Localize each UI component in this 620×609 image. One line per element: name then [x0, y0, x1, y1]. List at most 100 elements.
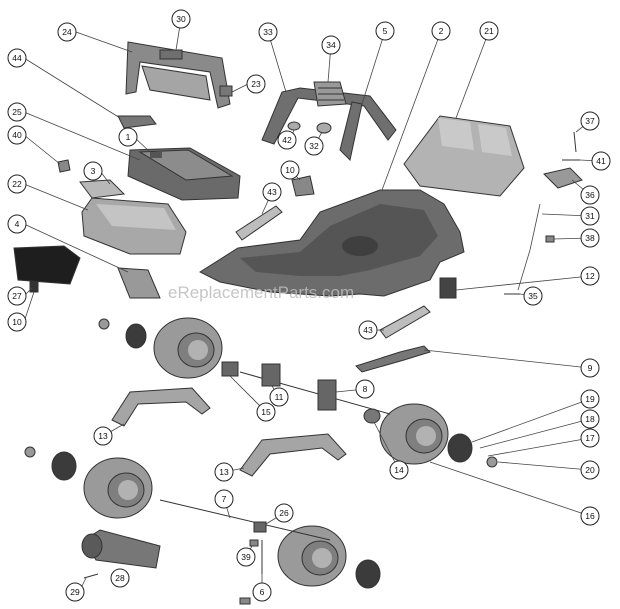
svg-text:8: 8 — [363, 384, 368, 394]
svg-text:41: 41 — [596, 156, 606, 166]
svg-text:35: 35 — [528, 291, 538, 301]
callout-30: 30 — [171, 9, 191, 29]
svg-text:13: 13 — [219, 467, 229, 477]
callout-37: 37 — [580, 111, 600, 131]
callout-21: 21 — [479, 21, 499, 41]
part-44 — [117, 115, 157, 129]
part-bottom-clip — [239, 597, 251, 605]
callout-31: 31 — [580, 206, 600, 226]
callout-41: 41 — [591, 151, 611, 171]
watermark-text: eReplacementParts.com — [168, 283, 354, 302]
svg-text:32: 32 — [309, 141, 319, 151]
svg-text:13: 13 — [98, 431, 108, 441]
callout-14: 14 — [389, 460, 409, 480]
callout-2: 2 — [431, 21, 451, 41]
callout-26: 26 — [274, 503, 294, 523]
part-shock-top — [235, 205, 283, 241]
svg-text:24: 24 — [62, 27, 72, 37]
svg-text:33: 33 — [263, 27, 273, 37]
callout-19: 19 — [580, 389, 600, 409]
svg-text:2: 2 — [439, 26, 444, 36]
callout-4: 4 — [7, 214, 27, 234]
svg-text:1: 1 — [126, 132, 131, 142]
svg-text:10: 10 — [12, 317, 22, 327]
svg-text:3: 3 — [91, 166, 96, 176]
callout-35: 35 — [523, 286, 543, 306]
part-9-linkage — [355, 345, 431, 373]
part-battery — [127, 147, 241, 201]
svg-text:4: 4 — [15, 219, 20, 229]
part-39 — [249, 539, 259, 547]
callout-39: 39 — [236, 547, 256, 567]
callout-11: 11 — [269, 387, 289, 407]
svg-text:6: 6 — [260, 587, 265, 597]
part-black-panel — [13, 245, 81, 285]
svg-text:11: 11 — [275, 392, 284, 402]
callout-43-bottom: 43 — [358, 320, 378, 340]
part-32 — [316, 122, 332, 134]
callout-10-left: 10 — [7, 312, 27, 332]
part-12 — [439, 277, 457, 299]
part-3 — [79, 179, 126, 199]
part-hood — [81, 197, 187, 255]
part-26 — [253, 521, 267, 533]
callout-18: 18 — [580, 409, 600, 429]
callout-16: 16 — [580, 506, 600, 526]
svg-text:20: 20 — [585, 465, 595, 475]
callout-22: 22 — [7, 174, 27, 194]
svg-text:10: 10 — [285, 165, 295, 175]
svg-text:31: 31 — [585, 211, 595, 221]
part-27-knob — [29, 281, 39, 293]
part-31-cable — [517, 203, 541, 291]
callout-10-middle: 10 — [280, 160, 300, 180]
svg-text:12: 12 — [585, 271, 595, 281]
svg-text:17: 17 — [585, 433, 595, 443]
svg-text:18: 18 — [585, 414, 595, 424]
svg-text:15: 15 — [261, 407, 271, 417]
svg-text:23: 23 — [251, 79, 261, 89]
svg-text:43: 43 — [267, 187, 277, 197]
callout-1: 1 — [118, 127, 138, 147]
part-23 — [219, 85, 233, 97]
callout-20: 20 — [580, 460, 600, 480]
svg-text:5: 5 — [383, 26, 388, 36]
hub-front-left — [98, 318, 147, 349]
callout-38: 38 — [580, 228, 600, 248]
part-10-clip — [291, 175, 315, 197]
callout-25: 25 — [7, 102, 27, 122]
svg-text:14: 14 — [394, 465, 404, 475]
svg-text:39: 39 — [241, 552, 251, 562]
svg-text:43: 43 — [363, 325, 373, 335]
part-38 — [545, 235, 555, 243]
wheel-front-right — [379, 403, 449, 465]
svg-text:38: 38 — [585, 233, 595, 243]
part-seat — [403, 115, 525, 197]
part-34-spring — [313, 81, 347, 107]
svg-text:16: 16 — [585, 511, 595, 521]
part-13-fender-rear — [239, 433, 347, 477]
callout-7: 7 — [214, 489, 234, 509]
callout-32: 32 — [304, 136, 324, 156]
callout-24: 24 — [57, 22, 77, 42]
svg-text:25: 25 — [12, 107, 22, 117]
part-29 — [83, 573, 99, 579]
svg-text:37: 37 — [585, 116, 595, 126]
part-body — [198, 189, 465, 297]
svg-text:44: 44 — [12, 53, 22, 63]
callout-13-front: 13 — [93, 426, 113, 446]
part-8 — [317, 379, 337, 411]
callout-29: 29 — [65, 582, 85, 602]
part-14 — [363, 408, 381, 424]
part-28-motor — [81, 529, 161, 569]
callout-40: 40 — [7, 125, 27, 145]
callout-8: 8 — [355, 379, 375, 399]
callout-27: 27 — [7, 286, 27, 306]
callout-17: 17 — [580, 428, 600, 448]
callout-44: 44 — [7, 48, 27, 68]
callout-9: 9 — [580, 358, 600, 378]
callout-28: 28 — [110, 568, 130, 588]
part-13-fender-front — [111, 387, 211, 427]
svg-text:21: 21 — [484, 26, 494, 36]
